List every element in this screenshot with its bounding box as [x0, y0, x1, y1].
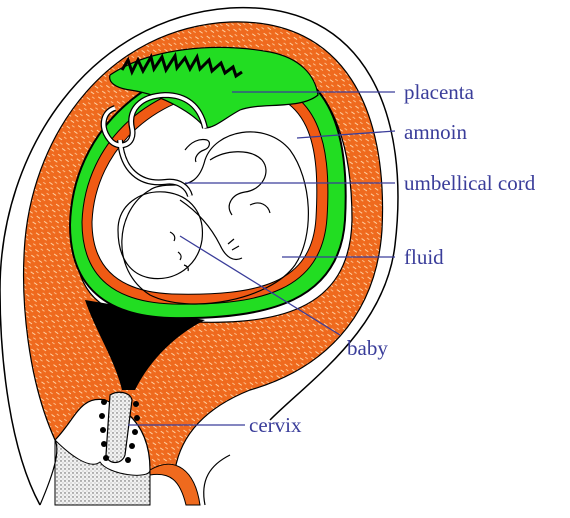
label-cervix: cervix [249, 413, 301, 437]
label-baby: baby [347, 336, 388, 360]
vaginal-tissue [55, 440, 150, 505]
label-placenta: placenta [404, 80, 474, 104]
cervix-tissue [150, 464, 200, 505]
cervical-plug [106, 392, 132, 462]
label-umbilical-cord: umbellical cord [404, 171, 535, 195]
label-amnion: amnoin [404, 120, 467, 144]
label-fluid: fluid [404, 245, 444, 269]
